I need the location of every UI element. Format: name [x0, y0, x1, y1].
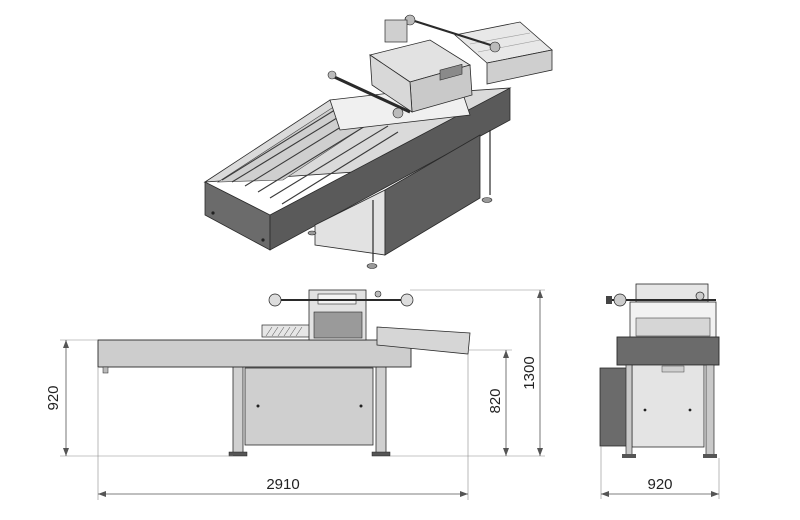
front-length-label: 2910 — [266, 476, 299, 493]
front-infeed-height-label: 820 — [487, 388, 504, 413]
side-dimensions: 920 — [600, 446, 720, 499]
side-width-label: 920 — [647, 476, 672, 493]
isometric-view — [203, 14, 553, 269]
base-cabinet — [307, 130, 493, 269]
front-view — [97, 289, 471, 457]
front-total-height-label: 1300 — [521, 356, 538, 389]
side-view — [599, 283, 720, 458]
front-table-height-label: 920 — [45, 385, 62, 410]
sealing-head — [327, 14, 501, 131]
front-dimensions: 920 2910 820 1300 — [45, 289, 545, 500]
infeed-tray — [454, 21, 553, 85]
